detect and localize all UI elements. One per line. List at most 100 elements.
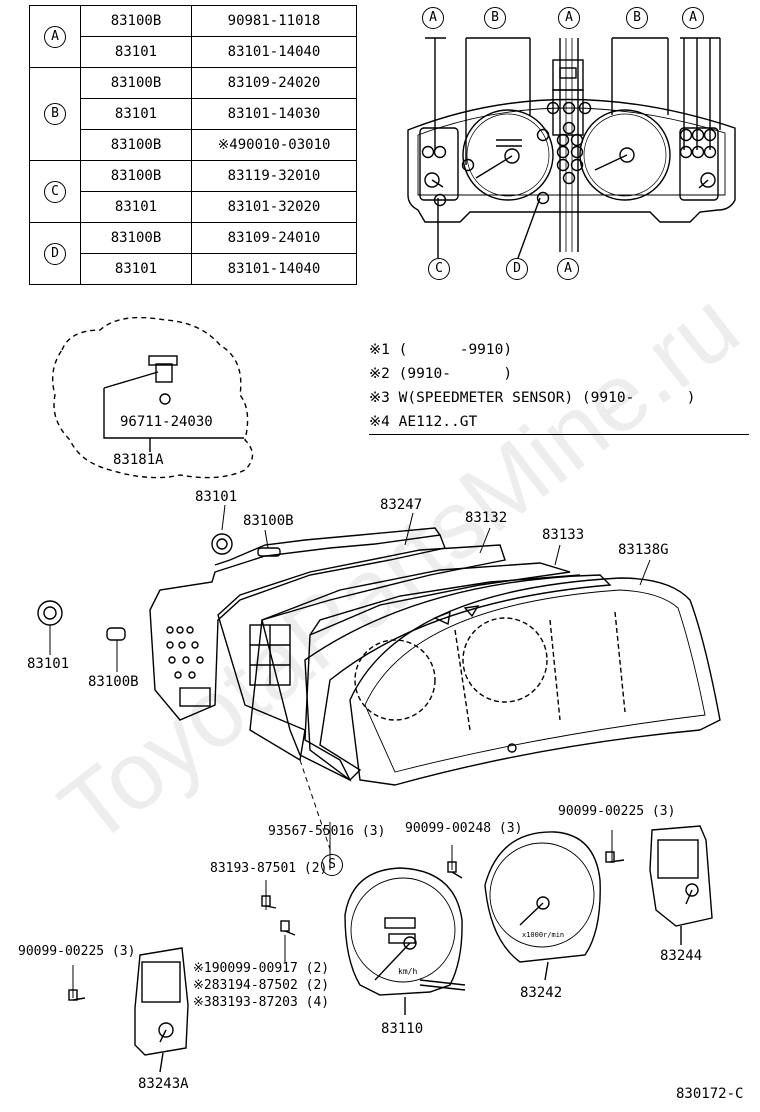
part-number-cell: 90981-11018 — [191, 5, 357, 37]
bulb-socket — [433, 193, 447, 207]
part-code-cell: 83101 — [80, 98, 192, 130]
label-83100b-top: 83100B — [243, 513, 294, 529]
callout-bottom-0: C — [428, 258, 450, 280]
group-cell: C — [29, 160, 81, 223]
callout-bottom-2: A — [557, 258, 579, 280]
bulb-socket — [536, 191, 550, 205]
bulb-socket — [556, 133, 570, 147]
cluster-front-view — [407, 37, 736, 259]
part-number-cell: 83109-24010 — [191, 222, 357, 254]
callout-top-1-letter: B — [484, 7, 506, 29]
part-code-cell: 83101 — [80, 253, 192, 285]
bulb-socket — [703, 145, 717, 159]
group-marker: D — [44, 242, 66, 265]
label-96711-24030: 96711-24030 — [120, 414, 213, 430]
circuit-plate — [217, 544, 506, 762]
callout-top-3-letter: B — [626, 7, 648, 29]
callout-top-1: B — [484, 7, 506, 29]
callout-bottom-1: D — [506, 258, 528, 280]
speed-sensor-sketch — [52, 316, 254, 479]
socket-83101-top — [211, 533, 233, 555]
part-code-cell: 83100B — [80, 5, 192, 37]
screws — [68, 851, 625, 1001]
meter-case — [261, 562, 581, 782]
bulb-socket — [421, 145, 435, 159]
group-cell: D — [29, 222, 81, 285]
note-2: ※2 (9910- ) — [369, 366, 513, 382]
bulb-socket — [570, 158, 584, 172]
notes-block: ※1 ( -9910) ※2 (9910- ) ※3 W(SPEEDMETER … — [369, 338, 749, 435]
part-number-cell: 83101-14040 — [191, 253, 357, 285]
callout-top-4-letter: A — [682, 7, 704, 29]
note-3: ※3 W(SPEEDMETER SENSOR) (9910- ) — [369, 390, 696, 406]
bulb-socket — [562, 121, 576, 135]
bulb-socket — [570, 133, 584, 147]
callout-top-2-letter: A — [558, 7, 580, 29]
bulb-socket — [562, 171, 576, 185]
bulb-socket — [433, 145, 447, 159]
s-mark: S — [321, 854, 343, 876]
label-83243a: 83243A — [138, 1076, 189, 1092]
bulb-socket — [703, 128, 717, 142]
note-1: ※1 ( -9910) — [369, 342, 513, 358]
bulb-socket — [536, 128, 550, 142]
gauge-83244 — [649, 825, 713, 945]
label-note1-part: ※190099-00917 (2) — [193, 961, 330, 976]
bulb-socket — [570, 145, 584, 159]
bulb-socket — [546, 101, 560, 115]
cluster-bulbs — [421, 101, 717, 207]
bulb-83100b-left — [106, 627, 126, 641]
bulb-83100b-top — [257, 547, 281, 557]
label-90099-00248: 90099-00248 (3) — [405, 821, 523, 836]
dial-plate — [304, 574, 612, 781]
label-83181a: 83181A — [113, 452, 164, 468]
part-number-cell: 83119-32010 — [191, 160, 357, 192]
group-marker: C — [44, 180, 66, 203]
note-4: ※4 AE112..GT — [369, 414, 478, 430]
callout-bottom-2-letter: A — [557, 258, 579, 280]
label-83100b-left: 83100B — [88, 674, 139, 690]
leader-lines — [49, 504, 651, 998]
label-90099-00225-right: 90099-00225 (3) — [558, 804, 676, 819]
bulb-socket — [679, 145, 693, 159]
tachometer-83242 — [484, 831, 601, 981]
speedometer-83110 — [344, 867, 466, 1015]
label-93567-55016: 93567-55016 (3) — [268, 824, 386, 839]
bulb-socket — [691, 145, 705, 159]
label-note3-part: ※383193-87203 (4) — [193, 995, 330, 1010]
bulb-socket — [562, 101, 576, 115]
label-note2-part: ※283194-87502 (2) — [193, 978, 330, 993]
callout-top-3: B — [626, 7, 648, 29]
label-83101-top: 83101 — [195, 489, 238, 505]
bulb-socket — [679, 128, 693, 142]
label-83138g: 83138G — [618, 542, 669, 558]
part-number-cell: 83109-24020 — [191, 67, 357, 99]
part-code-cell: 83100B — [80, 222, 192, 254]
s-mark-callout: S — [321, 854, 343, 876]
group-marker: A — [44, 25, 66, 48]
tachometer-unit: x1000r/min — [522, 931, 565, 939]
bulb-socket — [556, 145, 570, 159]
bulb-socket — [578, 101, 592, 115]
part-code-cell: 83100B — [80, 160, 192, 192]
bulb-socket — [556, 158, 570, 172]
cluster-glass — [349, 577, 721, 786]
label-90099-00225-left: 90099-00225 (3) — [18, 944, 136, 959]
speed-sensor — [103, 355, 244, 452]
bulb-socket — [691, 128, 705, 142]
diagram-code: 830172-C — [676, 1086, 744, 1102]
label-83247: 83247 — [380, 497, 423, 513]
label-83242: 83242 — [520, 985, 563, 1001]
bulb-socket — [461, 158, 475, 172]
callout-bottom-1-letter: D — [506, 258, 528, 280]
group-cell: B — [29, 67, 81, 161]
